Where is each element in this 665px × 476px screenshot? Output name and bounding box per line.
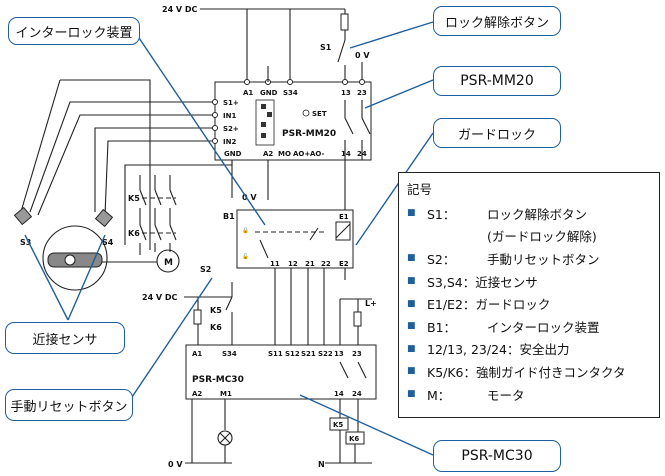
legend-row: ■S2：手動リセットボタン <box>407 251 600 267</box>
svg-text:K5: K5 <box>210 306 222 315</box>
svg-text:AO+: AO+ <box>293 150 310 158</box>
callout-interlock: インターロック装置 <box>8 17 140 45</box>
svg-text:E1: E1 <box>339 213 349 221</box>
legend-row: ■S1：ロック解除ボタン <box>407 206 588 222</box>
svg-text:PSR-MC30: PSR-MC30 <box>192 375 244 385</box>
bullet-icon: ■ <box>407 253 416 264</box>
bullet-icon: ■ <box>407 343 416 354</box>
psr-mc30-module <box>185 344 377 400</box>
svg-text:23: 23 <box>352 350 362 358</box>
svg-text:12: 12 <box>288 260 298 268</box>
svg-text:S11: S11 <box>268 350 283 358</box>
svg-text:S2+: S2+ <box>223 125 239 133</box>
svg-text:24: 24 <box>352 390 362 398</box>
bullet-icon: ■ <box>407 321 416 332</box>
svg-text:14: 14 <box>341 150 351 158</box>
svg-text:S22: S22 <box>318 350 333 358</box>
s1-switch <box>337 39 346 63</box>
legend-row: ■S3,S4：近接センサ <box>407 274 538 290</box>
top-24v-label: 24 V DC <box>162 5 198 14</box>
top-0v-label: 0 V <box>355 51 370 60</box>
svg-text:21: 21 <box>305 260 315 268</box>
bullet-icon: ■ <box>407 298 416 309</box>
svg-text:K6: K6 <box>128 229 140 238</box>
svg-text:11: 11 <box>270 260 280 268</box>
svg-text:MO: MO <box>278 150 291 158</box>
bullet-icon: ■ <box>407 276 416 287</box>
svg-text:S34: S34 <box>222 350 237 358</box>
svg-text:22: 22 <box>321 260 331 268</box>
svg-text:K5: K5 <box>333 421 343 429</box>
top-fuse <box>340 13 349 31</box>
legend-row: ■E1/E2：ガードロック <box>407 297 551 313</box>
svg-text:GND: GND <box>260 89 278 97</box>
svg-text:K6: K6 <box>210 323 222 332</box>
svg-text:E2: E2 <box>339 260 349 268</box>
callout-guard-lock: ガードロック <box>433 118 561 148</box>
svg-text:A1: A1 <box>243 89 253 97</box>
svg-text:S34: S34 <box>283 89 298 97</box>
callout-unlock-button: ロック解除ボタン <box>433 6 561 36</box>
svg-text:B1: B1 <box>223 212 235 221</box>
svg-text:S1+: S1+ <box>223 99 239 107</box>
callout-psr-mc30: PSR-MC30 <box>433 440 561 472</box>
svg-text:K6: K6 <box>349 435 359 443</box>
bullet-icon: ■ <box>407 389 416 400</box>
sensor-s4 <box>94 208 114 228</box>
b1-interlock-device <box>236 209 354 269</box>
motor-symbol <box>156 249 180 273</box>
legend-title: 記号 <box>407 182 433 197</box>
svg-text:AO-: AO- <box>310 150 324 158</box>
svg-text:S12: S12 <box>285 350 300 358</box>
svg-text:A2: A2 <box>263 150 273 158</box>
svg-text:13: 13 <box>334 350 344 358</box>
svg-text:A2: A2 <box>192 390 202 398</box>
legend-row: (ガードロック解除) <box>487 229 597 245</box>
svg-text:0 V: 0 V <box>168 460 183 469</box>
svg-text:S21: S21 <box>301 350 316 358</box>
legend-row: ■12/13, 23/24：安全出力 <box>407 342 570 358</box>
callout-proximity-sensor: 近接センサ <box>5 322 125 354</box>
wheel <box>42 225 108 291</box>
set-indicator <box>302 109 310 117</box>
svg-text:S2: S2 <box>200 265 211 274</box>
svg-text:S3: S3 <box>20 238 31 247</box>
s1-label: S1 <box>320 43 332 52</box>
svg-text:24 V DC: 24 V DC <box>142 293 178 302</box>
svg-text:S4: S4 <box>102 238 114 247</box>
unlock-icon: 🔓 <box>242 253 249 260</box>
svg-text:14: 14 <box>334 390 344 398</box>
svg-text:IN2: IN2 <box>223 138 236 146</box>
dip-switch <box>255 99 275 146</box>
lock-icon: 🔒 <box>242 227 249 234</box>
callout-psr-mm20: PSR-MM20 <box>433 66 561 96</box>
svg-text:K5: K5 <box>128 194 140 203</box>
legend-row: ■K5/K6：強制ガイド付きコンタクタ <box>407 364 626 380</box>
symbol-legend: 記号 ■S1：ロック解除ボタン (ガードロック解除) ■S2：手動リセットボタン… <box>398 172 660 418</box>
svg-text:IN1: IN1 <box>223 112 236 120</box>
svg-text:L+: L+ <box>365 299 377 308</box>
sensor-s3 <box>13 206 33 226</box>
bullet-icon: ■ <box>407 366 416 377</box>
svg-text:M: M <box>164 258 173 268</box>
svg-text:M1: M1 <box>220 390 232 398</box>
legend-row: ■M：モータ <box>407 387 525 403</box>
svg-text:GND: GND <box>224 150 242 158</box>
svg-text:N: N <box>318 460 325 469</box>
callout-manual-reset: 手動リセットボタン <box>5 389 133 421</box>
svg-text:A1: A1 <box>192 350 202 358</box>
svg-text:23: 23 <box>357 89 367 97</box>
svg-text:SET: SET <box>312 110 327 118</box>
mm20-name: PSR-MM20 <box>282 129 336 139</box>
svg-text:0 V: 0 V <box>242 193 257 202</box>
bullet-icon: ■ <box>407 208 416 219</box>
k5-coil <box>329 417 349 431</box>
svg-text:13: 13 <box>341 89 351 97</box>
legend-row: ■B1：インターロック装置 <box>407 319 600 335</box>
